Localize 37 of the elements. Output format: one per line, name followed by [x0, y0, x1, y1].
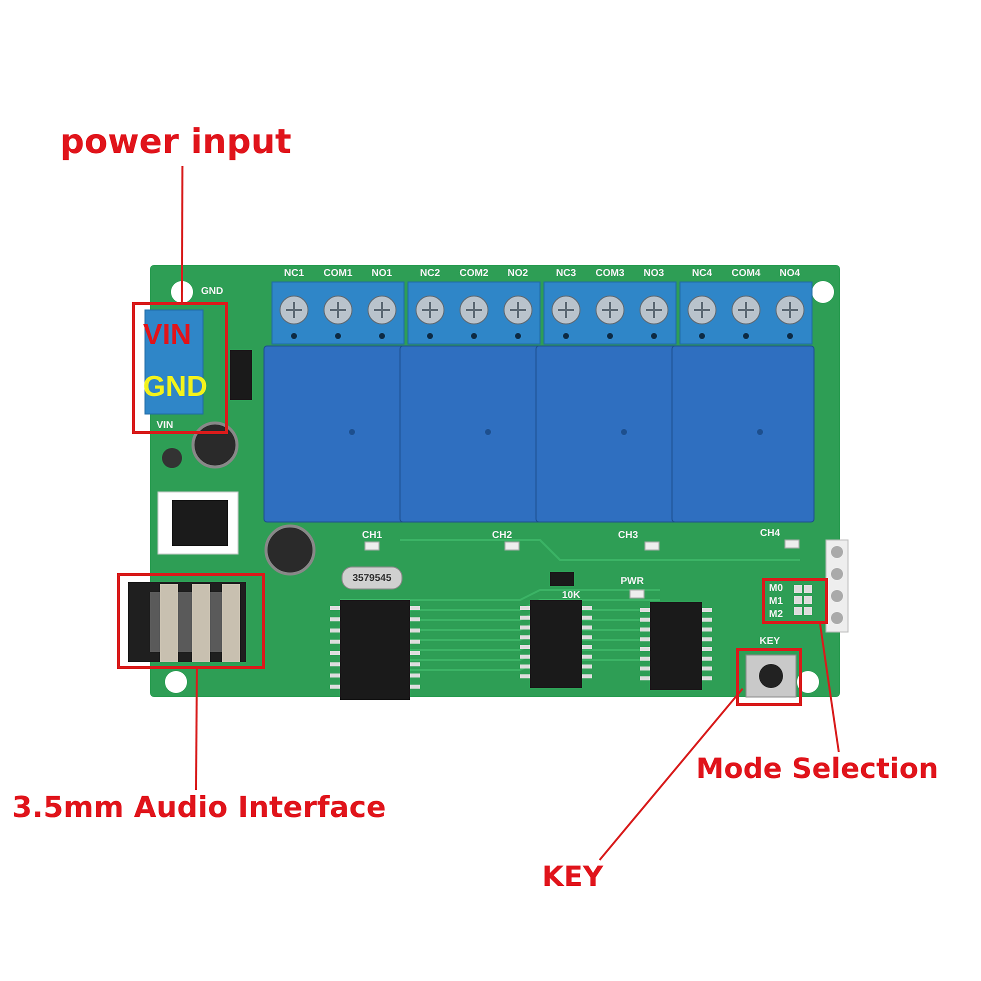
highlight-frame: [117, 573, 265, 669]
silkscreen-label: NC1: [284, 268, 304, 279]
silkscreen-label: CH4: [760, 528, 780, 539]
silkscreen-label: GND: [201, 286, 224, 297]
silkscreen-label: NO2: [508, 268, 528, 279]
silkscreen-label: CH3: [618, 530, 638, 541]
silkscreen-label: COM3: [596, 268, 624, 279]
silkscreen-label: PWR: [620, 576, 644, 587]
leader-line: [180, 166, 184, 302]
silkscreen-label: COM2: [460, 268, 488, 279]
callout-text: Mode Selection: [696, 752, 976, 792]
silkscreen-label: NO1: [372, 268, 392, 279]
silkscreen-label: NO4: [780, 268, 800, 279]
silkscreen-label: NO3: [644, 268, 664, 279]
silkscreen-label: NC3: [556, 268, 576, 279]
silkscreen-label: COM1: [324, 268, 352, 279]
silkscreen-label: 3579545: [352, 573, 392, 584]
callout-text: 3.5mm Audio Interface: [12, 790, 412, 832]
silkscreen-label: KEY: [760, 636, 780, 647]
highlight-frame: [736, 648, 802, 706]
silkscreen-label: NC2: [420, 268, 440, 279]
leader-line: [195, 669, 198, 790]
silkscreen-label: M0: [769, 583, 783, 594]
callout-text: KEY: [542, 860, 622, 900]
callout-text: power input: [60, 122, 300, 166]
silkscreen-label: 10K: [562, 590, 580, 601]
silkscreen-label: COM4: [732, 268, 760, 279]
silkscreen-label: NC4: [692, 268, 712, 279]
leader-line: [819, 624, 840, 752]
leader-line: [598, 688, 744, 861]
silkscreen-label: CH2: [492, 530, 512, 541]
silkscreen-label: VIN: [156, 420, 174, 431]
silkscreen-label: M2: [769, 609, 783, 620]
highlight-frame: [132, 302, 228, 434]
silkscreen-label: CH1: [362, 530, 382, 541]
highlight-frame: [762, 578, 828, 624]
silkscreen-label: M1: [769, 596, 783, 607]
